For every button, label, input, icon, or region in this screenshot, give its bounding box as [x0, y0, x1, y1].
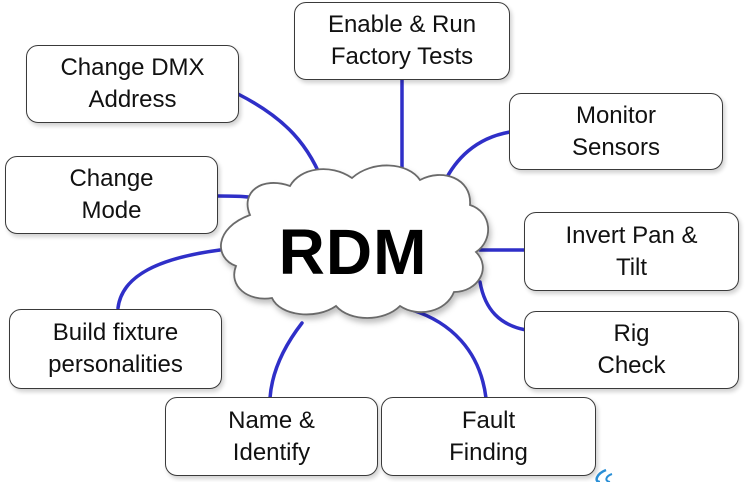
node-monitor-sensors: Monitor Sensors	[509, 93, 723, 170]
node-change-mode: Change Mode	[5, 156, 218, 234]
node-name-identify: Name & Identify	[165, 397, 378, 476]
node-monitor-sensors-line1: Monitor	[575, 101, 656, 129]
node-change-dmx-address-line1: Change DMX	[60, 54, 205, 81]
logo-swoosh-inner	[605, 473, 613, 482]
hub-label: RDM	[278, 216, 428, 288]
node-change-mode-line1: Change	[69, 165, 154, 192]
node-fault-finding: Fault Finding	[381, 397, 596, 476]
hub-cloud	[220, 164, 490, 319]
node-fault-finding-line1: Fault	[461, 406, 516, 434]
node-invert-pan-tilt: Invert Pan & Tilt	[524, 212, 739, 291]
node-invert-pan-tilt-line2: Tilt	[615, 253, 648, 281]
node-invert-pan-tilt-line1: Invert Pan &	[565, 221, 698, 249]
connector-name-identify	[268, 321, 304, 400]
node-enable-run-factory-tests-line1: Enable & Run	[327, 11, 477, 38]
node-change-dmx-address-line2: Address	[88, 86, 177, 113]
node-change-dmx-address: Change DMX Address	[26, 45, 239, 123]
node-enable-run-factory-tests: Enable & Run Factory Tests	[294, 2, 510, 80]
connector-monitor-sensors	[442, 130, 512, 185]
node-enable-run-factory-tests-line2: Factory Tests	[330, 43, 474, 70]
node-build-fixture-personalities-line2: personalities	[48, 351, 183, 378]
node-name-identify-line1: Name &	[228, 406, 315, 434]
node-build-fixture-personalities-line1: Build fixture	[52, 319, 179, 346]
node-rig-check-line2: Check	[597, 352, 666, 379]
logo-swoosh-outer	[595, 468, 607, 482]
connector-build-fixture-personalities	[116, 248, 222, 310]
node-name-identify-line2: Identify	[232, 438, 311, 466]
node-change-mode-line2: Mode	[81, 197, 142, 224]
cloud-shape	[220, 164, 490, 319]
node-rig-check: Rig Check	[524, 311, 739, 389]
node-fault-finding-line2: Finding	[449, 438, 528, 466]
node-monitor-sensors-line2: Sensors	[571, 133, 661, 161]
corner-logo-icon	[595, 468, 613, 482]
node-build-fixture-personalities: Build fixture personalities	[9, 309, 222, 389]
connector-rig-check	[478, 280, 528, 332]
connector-fault-finding	[410, 308, 488, 400]
node-rig-check-line1: Rig	[613, 320, 650, 347]
